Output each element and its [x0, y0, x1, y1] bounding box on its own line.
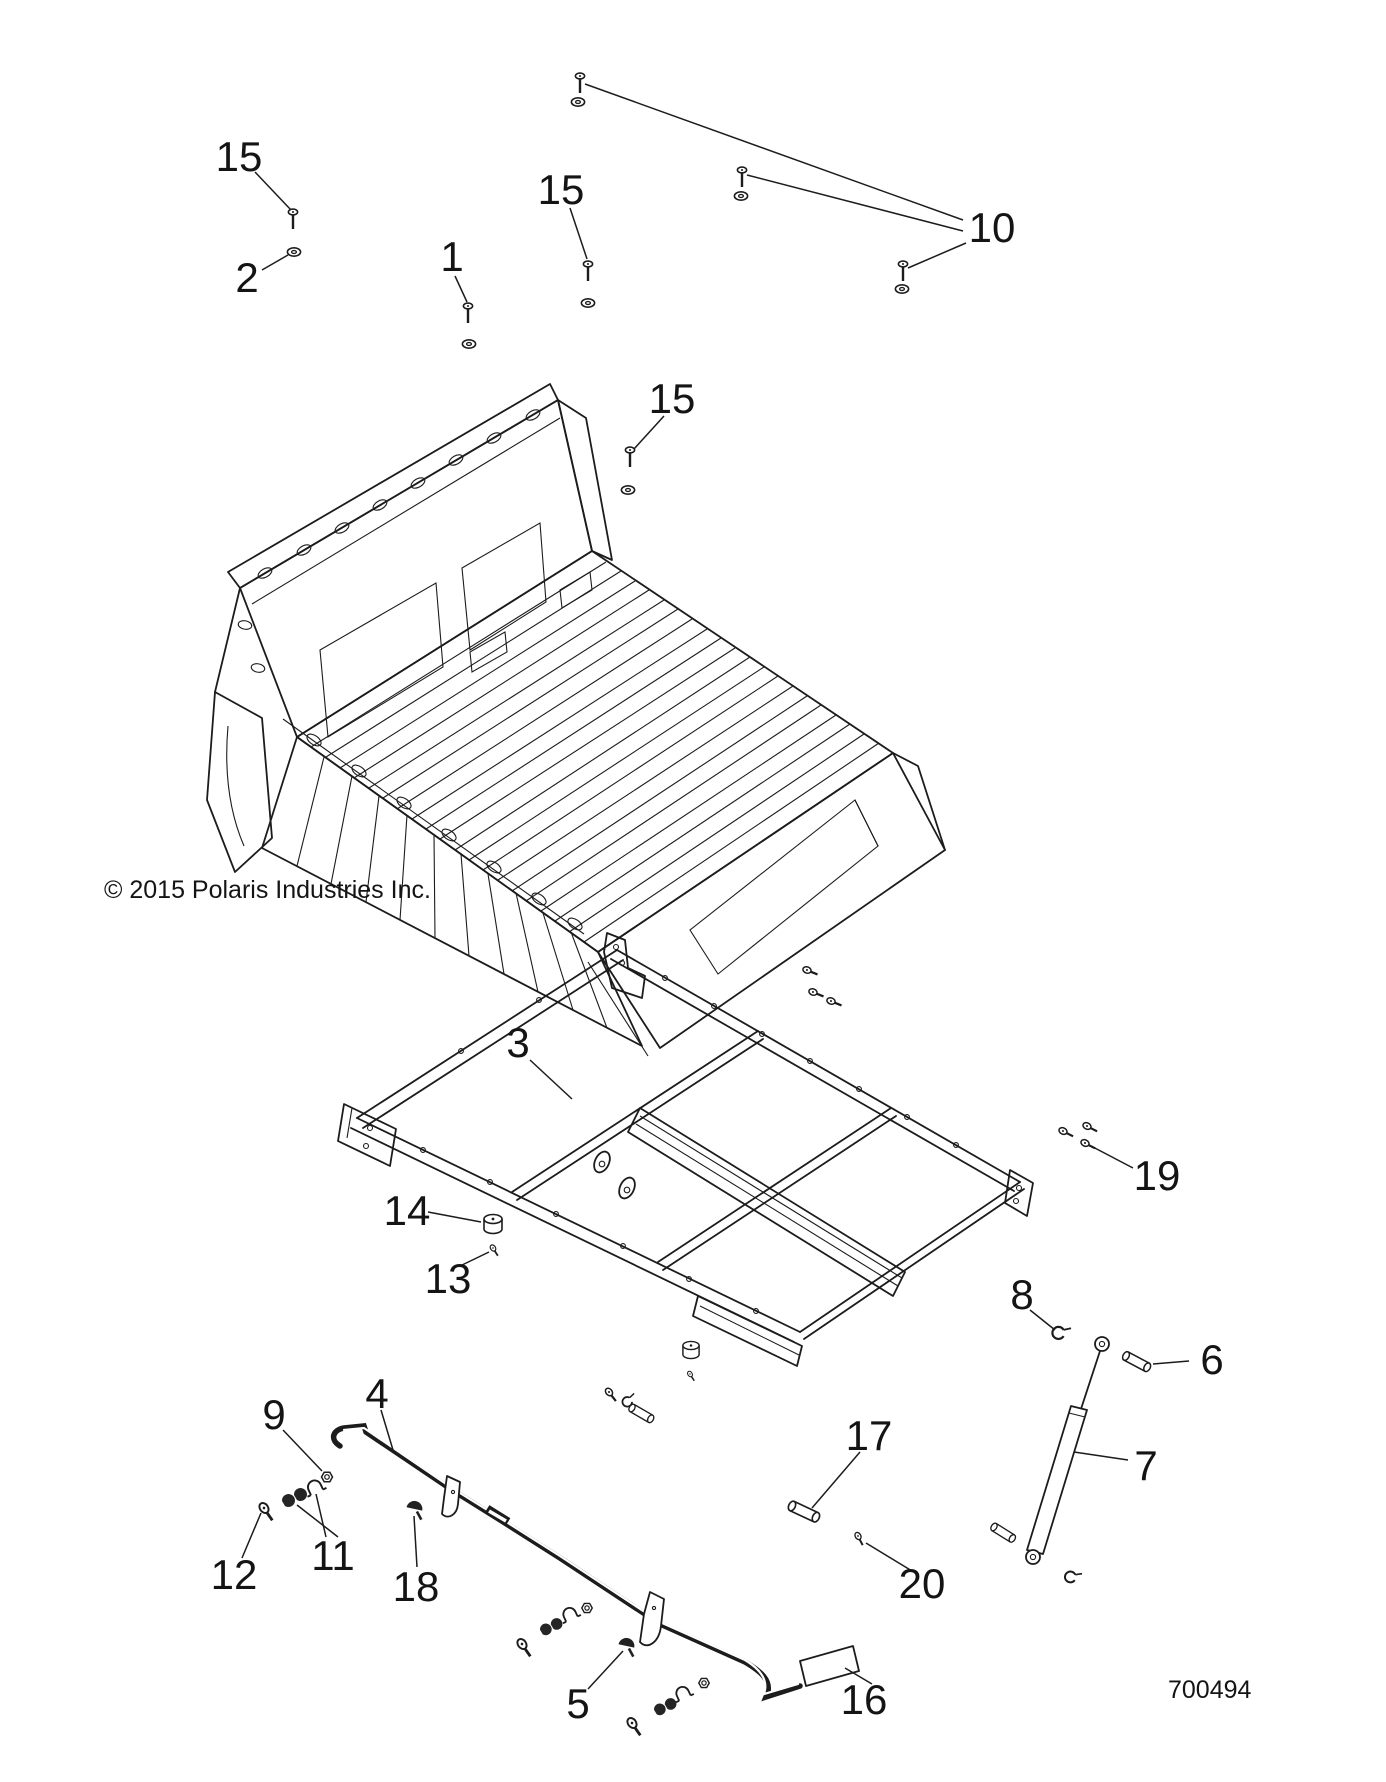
callout-17: 17 — [845, 1412, 893, 1459]
callout-4: 4 — [365, 1370, 389, 1417]
callout-6: 6 — [1200, 1336, 1224, 1383]
cargo-box-drawing — [206, 383, 946, 1057]
copyright-text: © 2015 Polaris Industries Inc. — [104, 876, 431, 904]
callout-19: 19 — [1133, 1152, 1181, 1199]
callout-15a: 15 — [215, 133, 263, 180]
callout-7: 7 — [1134, 1442, 1158, 1489]
frame-hole-dots — [420, 975, 959, 1314]
callout-14: 14 — [383, 1187, 431, 1234]
callout-15c: 15 — [648, 375, 696, 422]
gas-strut-drawing — [1025, 1336, 1110, 1565]
callout-3: 3 — [506, 1019, 530, 1066]
hardware-rod-fasteners — [253, 1471, 869, 1737]
callout-2: 2 — [235, 254, 259, 301]
callout-11: 11 — [311, 1532, 355, 1579]
callout-16: 16 — [840, 1676, 888, 1723]
callout-18: 18 — [392, 1563, 440, 1610]
callout-10: 10 — [968, 204, 1016, 251]
callout-15b: 15 — [537, 166, 585, 213]
floor-slats — [310, 561, 880, 943]
callout-20: 20 — [898, 1560, 946, 1607]
callout-13: 13 — [424, 1255, 472, 1302]
drawing-number: 700494 — [1168, 1676, 1252, 1704]
hardware-top-screws — [286, 71, 910, 496]
hardware-frame-fasteners — [483, 961, 1099, 1425]
callout-1: 1 — [440, 233, 464, 280]
callout-5: 5 — [566, 1680, 590, 1727]
side-wall-ribs — [296, 756, 608, 1029]
latch-rod-drawing — [330, 1423, 803, 1702]
mounting-frame-drawing — [337, 932, 1034, 1367]
callout-8: 8 — [1010, 1271, 1034, 1318]
leader-lines — [241, 83, 1190, 1690]
decal-16 — [799, 1645, 860, 1687]
callout-12: 12 — [210, 1551, 258, 1598]
callout-9: 9 — [262, 1391, 286, 1438]
